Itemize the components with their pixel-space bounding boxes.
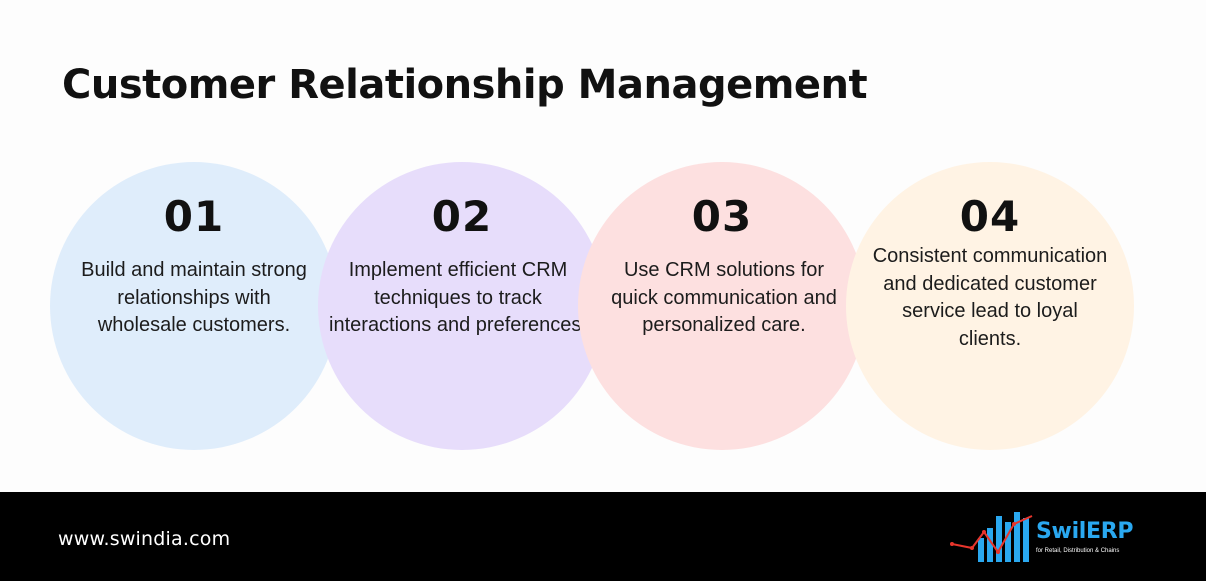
step-number: 02 (431, 192, 493, 241)
swilerp-logo: SwilERP for Retail, Distribution & Chain… (948, 508, 1158, 568)
step-circle-4: 04 Consistent communication and dedicate… (846, 162, 1134, 450)
website-link[interactable]: www.swindia.com (58, 528, 231, 550)
step-number: 03 (691, 192, 753, 241)
step-description: Use CRM solutions for quick communicatio… (611, 259, 837, 336)
logo-tagline: for Retail, Distribution & Chains (1036, 548, 1120, 554)
step-description: Build and maintain strong relationships … (81, 259, 307, 336)
footer-bar: www.swindia.com SwilERP for Retail, Dist… (0, 492, 1206, 581)
step-description: Consistent communication and dedicated c… (872, 245, 1108, 350)
bar-chart-growth-icon (950, 512, 1033, 562)
logo-brand-name: SwilERP (1036, 519, 1134, 544)
step-circle-2: 02 Implement efficient CRM techniques to… (318, 162, 606, 450)
step-number: 04 (959, 192, 1021, 241)
step-circle-1: 01 Build and maintain strong relationshi… (50, 162, 338, 450)
page-title: Customer Relationship Management (62, 62, 868, 108)
step-description: Implement efficient CRM techniques to tr… (329, 259, 587, 336)
step-number: 01 (163, 192, 225, 241)
step-circle-3: 03 Use CRM solutions for quick communica… (578, 162, 866, 450)
